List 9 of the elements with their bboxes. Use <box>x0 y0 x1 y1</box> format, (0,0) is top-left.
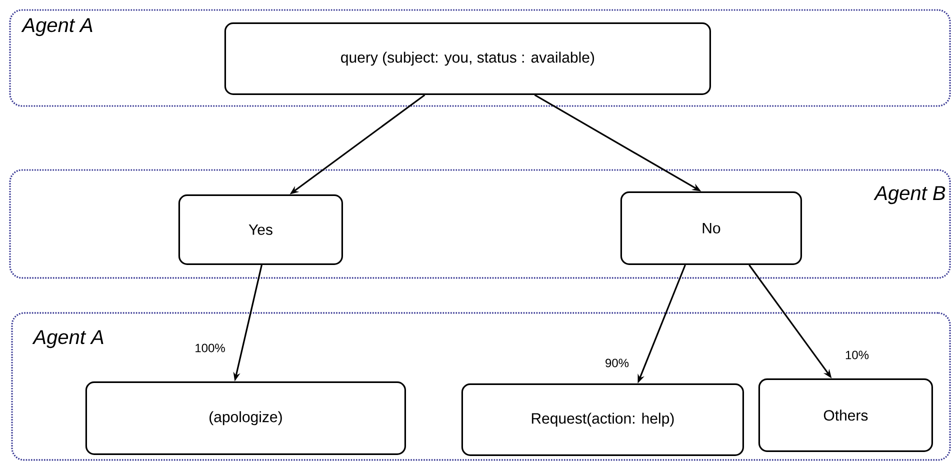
process-box: Others <box>758 378 933 452</box>
process-box: Request(action: help) <box>461 383 744 456</box>
edge-label: 100% <box>194 342 226 354</box>
process-box: Yes <box>178 194 343 265</box>
process-box: (apologize) <box>85 381 406 455</box>
edge-label: 10% <box>844 350 870 360</box>
process-box: query (subject: you, status : available) <box>224 22 711 95</box>
process-box: No <box>620 191 802 265</box>
edge-label: 90% <box>604 358 630 368</box>
